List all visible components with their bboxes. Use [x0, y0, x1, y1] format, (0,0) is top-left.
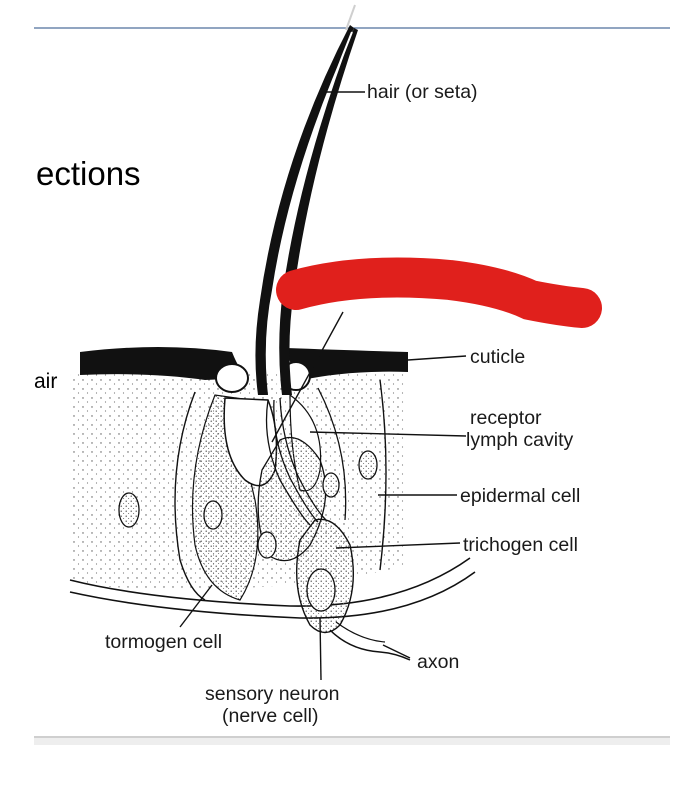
- label-receptor-line1: receptor: [470, 407, 542, 429]
- label-axon: axon: [417, 651, 459, 673]
- label-neuron-line2: (nerve cell): [222, 705, 318, 727]
- leader-lines: [179, 91, 467, 681]
- label-epidermal: epidermal cell: [460, 485, 580, 507]
- slide-title-fragment: ections: [36, 155, 141, 192]
- basement-membrane: [69, 557, 471, 607]
- label-trichogen: trichogen cell: [463, 534, 578, 556]
- red-annotation-stroke: [276, 257, 602, 328]
- label-hair: hair (or seta): [367, 81, 478, 103]
- label-neuron-line1: sensory neuron: [205, 683, 339, 705]
- label-cuticle: cuticle: [470, 346, 525, 368]
- label-tormogen: tormogen cell: [105, 631, 222, 653]
- hair-shaft: [255, 25, 358, 395]
- bottom-rule: [34, 736, 670, 745]
- slide-side-fragment: air: [34, 370, 58, 393]
- cuticle-layer: [80, 347, 408, 393]
- label-receptor-line2: lymph cavity: [466, 429, 574, 451]
- hair-ghost-line: [345, 4, 356, 31]
- axon-shape: [329, 629, 411, 661]
